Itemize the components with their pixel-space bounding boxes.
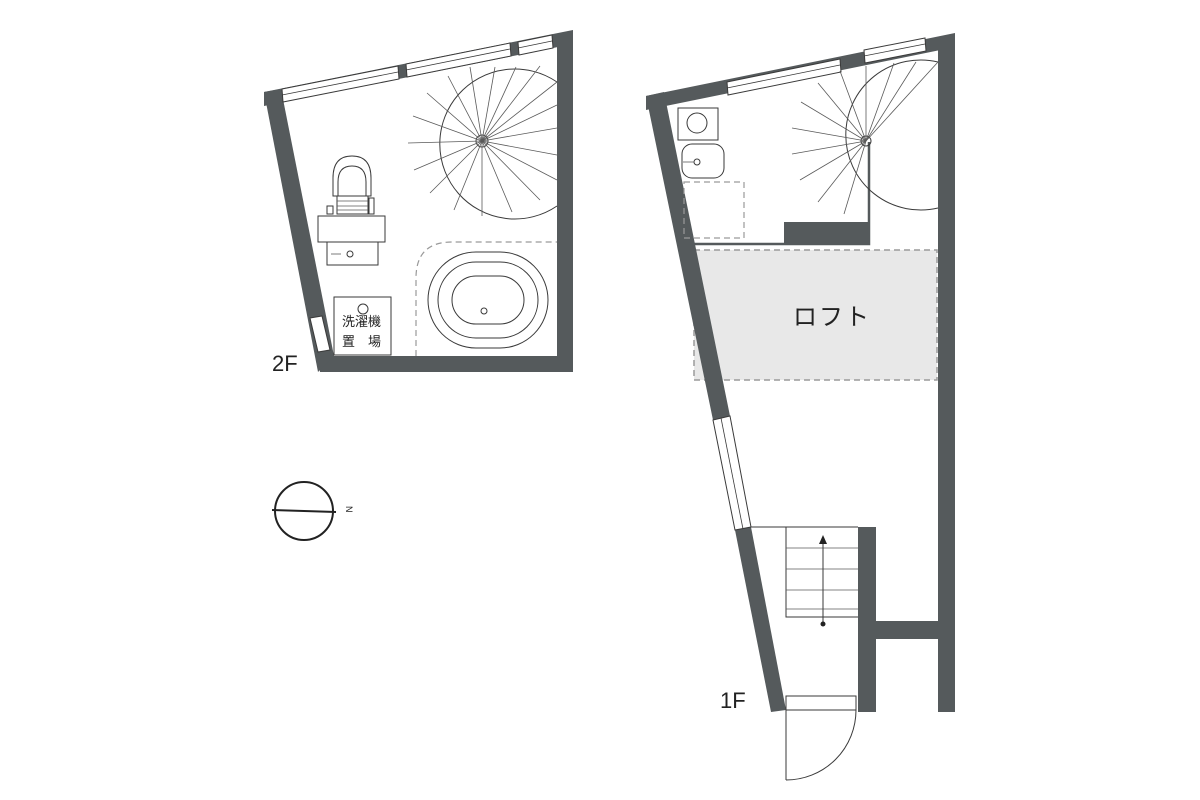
floor-label-1f: 1F: [720, 688, 746, 713]
loft-area: [693, 249, 938, 381]
compass-north-label: N: [344, 506, 354, 513]
vanity-sink-icon: [317, 215, 386, 266]
1f-straight-stair: [751, 526, 858, 627]
washer-area: 洗濯機 置 場: [333, 296, 392, 356]
1f-washer-icon: [677, 107, 719, 141]
1f-wall-left-lower: [735, 527, 786, 712]
door-frame: [785, 695, 857, 711]
2f-window-top-left: [281, 65, 400, 103]
1f-sink-icon: [681, 143, 725, 179]
2f-wall-left: [264, 89, 334, 372]
1f-window-top-right: [863, 37, 927, 64]
door-swing-arc: [785, 709, 857, 781]
2f-window-top-middle: [405, 42, 512, 78]
2f-wall-right: [557, 34, 573, 372]
washer-area-label-line1: 洗濯機: [342, 315, 381, 330]
1f-spiral-stair: [791, 59, 939, 215]
north-compass-icon: N: [271, 481, 354, 541]
second-floor-plan: 洗濯機 置 場 2F: [264, 30, 573, 376]
1f-utility-block: [677, 107, 871, 246]
1f-partition-horizontal: [876, 621, 938, 639]
stair-arrow-head-icon: [819, 535, 827, 544]
1f-partition-stair: [858, 527, 876, 712]
first-floor-plan: ロフト: [646, 33, 955, 781]
floor-label-2f: 2F: [272, 351, 298, 376]
washer-area-label-line2: 置 場: [342, 335, 381, 350]
2f-window-top-right: [517, 34, 554, 56]
1f-window-top-left: [726, 58, 842, 96]
loft-label: ロフト: [793, 303, 871, 331]
2f-window-left: [309, 315, 331, 353]
1f-utility-counter: [784, 222, 869, 244]
bathtub-icon: [415, 241, 557, 356]
entrance-door: [785, 695, 857, 781]
2f-spiral-stair: [407, 65, 558, 220]
2f-wall-bottom: [318, 356, 573, 372]
1f-wall-right: [938, 36, 955, 712]
1f-shower-area: [683, 181, 745, 239]
toilet-icon: [326, 155, 375, 215]
1f-wall-left-upper: [646, 92, 730, 420]
